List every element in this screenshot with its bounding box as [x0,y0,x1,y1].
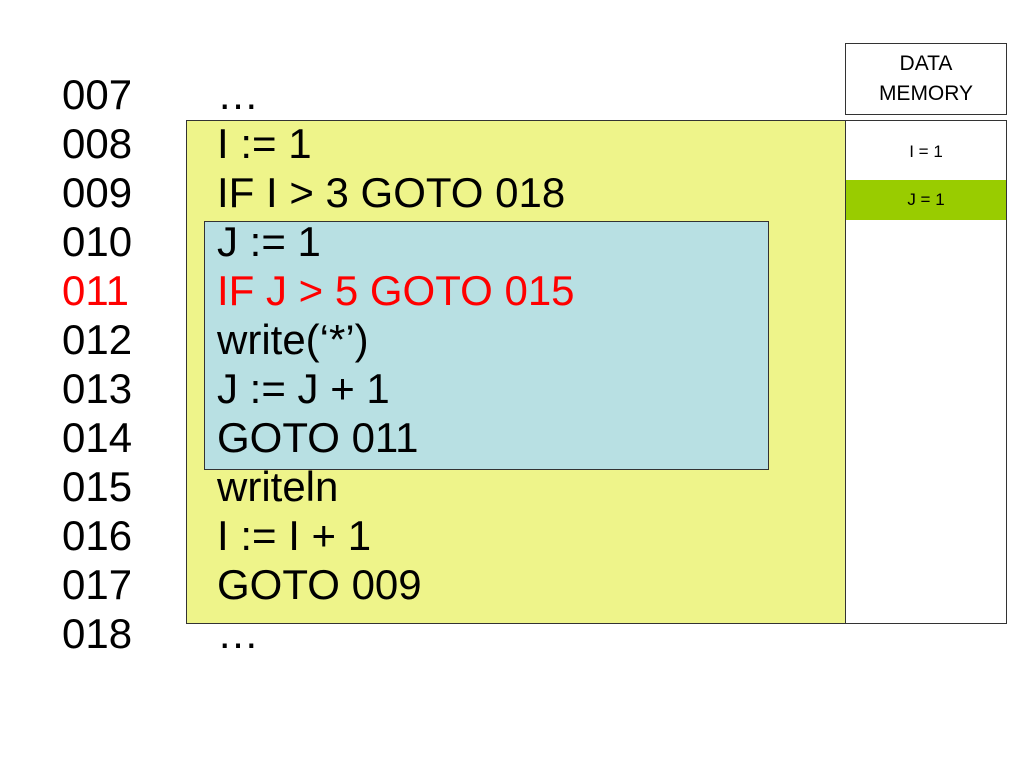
memory-cell-j: J = 1 [846,180,1006,220]
code-line-009: IF I > 3 GOTO 018 [217,169,566,216]
inner-loop-block [204,221,769,470]
code-line-016: I := I + 1 [217,512,372,559]
line-number-016: 016 [62,512,133,559]
code-line-015: writeln [217,463,339,510]
code-line-008: I := 1 [217,120,312,167]
line-number-009: 009 [62,169,133,216]
code-line-013: J := J + 1 [217,365,390,412]
line-number-014: 014 [62,414,133,461]
line-number-007: 007 [62,71,133,118]
line-number-015: 015 [62,463,133,510]
line-number-008: 008 [62,120,133,167]
code-line-007: … [217,71,259,118]
code-line-010: J := 1 [217,218,321,265]
data-memory-header-line2: MEMORY [878,82,974,105]
code-line-018: … [217,610,259,657]
code-line-011: IF J > 5 GOTO 015 [217,267,575,314]
memory-cell-i: I = 1 [909,142,943,161]
line-number-013: 013 [62,365,133,412]
line-number-012: 012 [62,316,133,363]
code-line-017: GOTO 009 [217,561,422,608]
code-line-014: GOTO 011 [217,414,419,461]
code-line-012: write(‘*’) [217,316,369,363]
line-number-018: 018 [62,610,133,657]
line-number-017: 017 [62,561,133,608]
data-memory-header-line1: DATA [899,52,953,75]
data-memory-panel: I = 1 J = 1 [845,120,1007,624]
line-number-011: 011 [62,267,129,314]
line-number-010: 010 [62,218,133,265]
data-memory-header: DATA MEMORY [845,43,1007,115]
